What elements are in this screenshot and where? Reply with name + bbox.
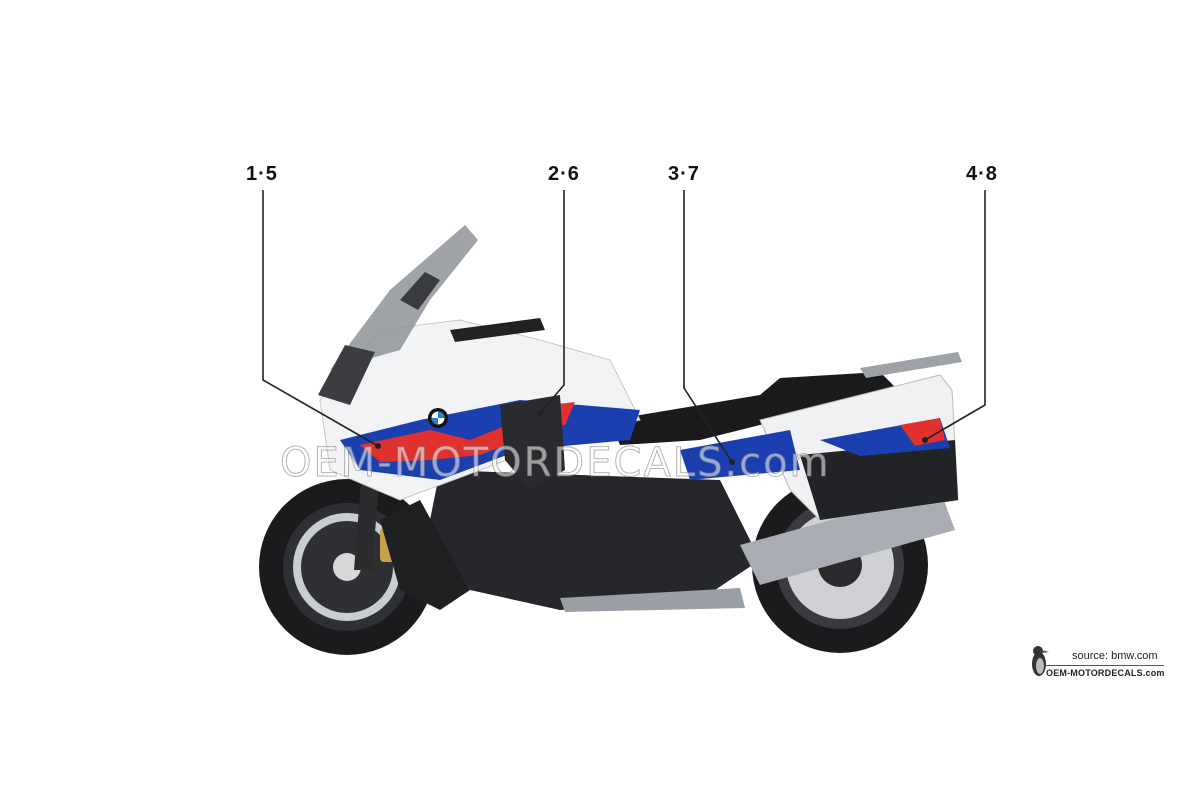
callout-label-2: 2·6	[548, 163, 580, 185]
callout-label-1: 1·5	[246, 163, 278, 185]
pannier-lower	[800, 440, 958, 520]
callout-point-1	[375, 443, 381, 449]
brand-text: OEM-MOTORDECALS.com	[1046, 668, 1165, 678]
luggage-rack	[860, 352, 962, 378]
watermark-text: OEM-MOTORDECALS.com	[280, 440, 831, 487]
callout-line-3	[683, 190, 733, 463]
callout-point-2	[537, 410, 543, 416]
brand-divider	[1046, 665, 1164, 666]
seat	[610, 372, 900, 445]
callout-line-4	[924, 190, 986, 441]
front-fork	[354, 470, 380, 570]
callout-line-2	[539, 190, 565, 414]
rear-side-panel	[680, 430, 800, 480]
handlebar	[450, 318, 545, 342]
callout-label-3: 3·7	[668, 163, 700, 185]
muffler	[740, 490, 955, 585]
side-intake	[500, 395, 565, 490]
callout-line-1	[262, 190, 379, 447]
headlight	[318, 345, 375, 405]
callout-lines	[262, 190, 986, 463]
penguin-mascot-icon	[1032, 646, 1049, 676]
fairing-red-stripe	[360, 420, 540, 462]
mirror	[400, 272, 440, 310]
exhaust-pipe	[560, 588, 745, 612]
engine	[430, 470, 760, 610]
source-credit: source: bmw.com	[1072, 650, 1158, 662]
callout-points	[375, 410, 928, 465]
callout-point-4	[922, 437, 928, 443]
bmw-roundel-logo	[428, 408, 448, 428]
callout-point-3	[729, 459, 735, 465]
callout-label-4: 4·8	[966, 163, 998, 185]
lower-fairing	[380, 500, 470, 610]
pannier-red-stripe	[900, 418, 945, 446]
